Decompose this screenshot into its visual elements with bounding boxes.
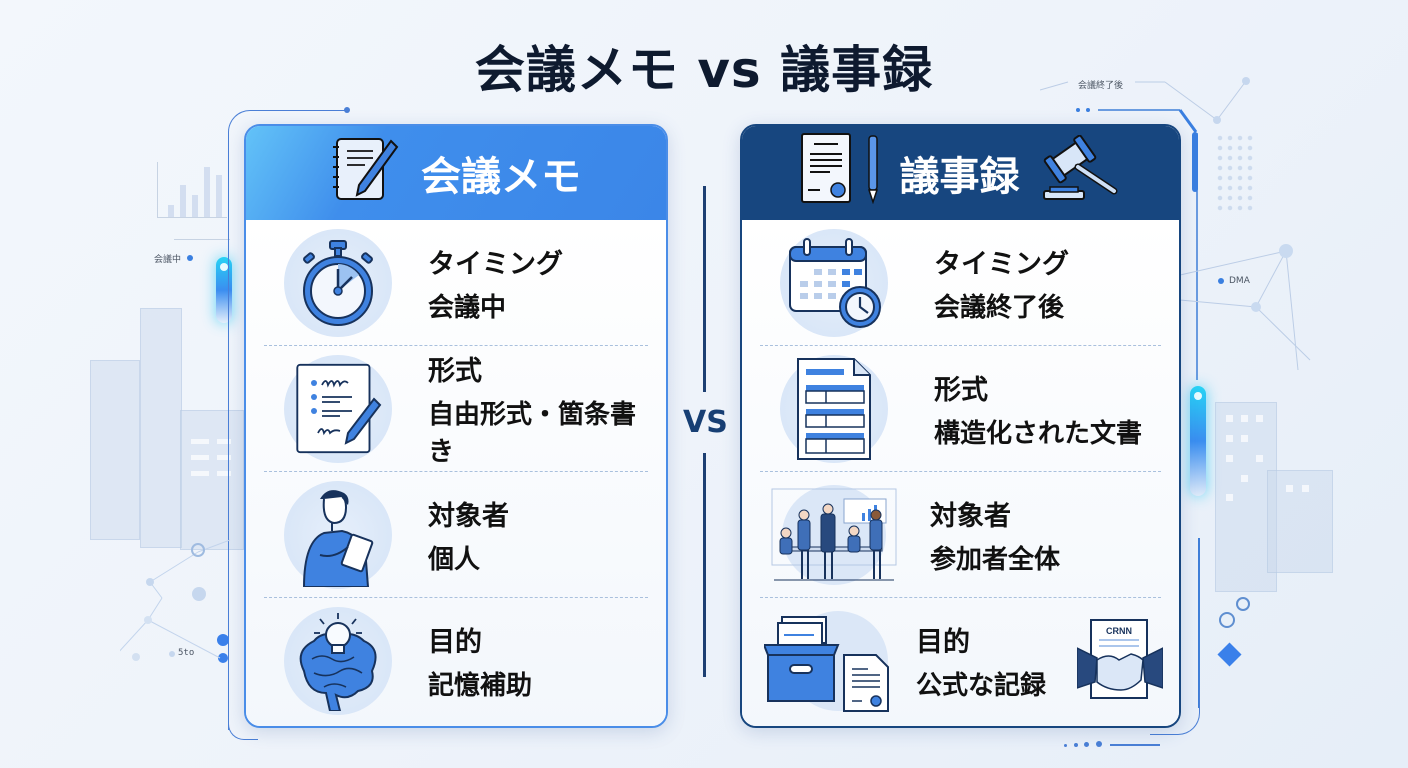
stopwatch-icon <box>284 228 392 337</box>
structured-document-icon <box>780 354 888 463</box>
row-label: 目的 <box>916 627 970 658</box>
minutes-header: 議事録 <box>742 126 1179 220</box>
minutes-card: 議事録 <box>740 124 1181 728</box>
person-taking-notes-icon <box>284 480 392 589</box>
certified-document-icon <box>800 132 852 214</box>
archive-box-icon <box>764 607 896 715</box>
gavel-icon <box>1040 134 1122 211</box>
diamond-decor <box>1217 642 1242 667</box>
notebook-pen-icon <box>331 133 403 213</box>
row-value: 自由形式・箇条書き <box>428 400 637 467</box>
bar-chart-decor <box>157 162 227 218</box>
meeting-memo-title: 会議メモ <box>421 154 581 200</box>
row-label: 目的 <box>428 627 482 658</box>
row-label: 形式 <box>428 356 482 387</box>
row-value: 構造化された文書 <box>934 418 1143 449</box>
team-meeting-icon <box>764 481 904 589</box>
row-value: 会議終了後 <box>934 292 1065 323</box>
row-label: タイミング <box>934 248 1069 280</box>
page-title: 会議メモ vs 議事録 <box>474 41 934 99</box>
pen-icon <box>866 132 880 214</box>
vs-divider-bottom <box>703 453 706 677</box>
left-bottom-tag: 5to <box>178 648 195 658</box>
row-value: 参加者全体 <box>930 544 1061 575</box>
row-value: 公式な記録 <box>916 671 1047 701</box>
calendar-clock-icon <box>780 228 888 337</box>
memo-row-audience: 対象者 個人 <box>264 472 648 598</box>
meeting-memo-card: 会議メモ タイミング 会議中 <box>244 124 668 728</box>
minutes-row-timing: タイミング 会議終了後 <box>760 220 1161 346</box>
meeting-memo-header: 会議メモ <box>246 126 666 220</box>
handshake-contract-icon: CRNN <box>1076 618 1164 702</box>
right-top-tag: 会議終了後 <box>1078 81 1124 91</box>
vs-label: VS <box>683 405 728 440</box>
memo-row-purpose: 目的 記憶補助 <box>264 598 648 724</box>
minutes-row-purpose: 目的 公式な記録 CRNN <box>760 598 1164 724</box>
minutes-title: 議事録 <box>899 154 1020 200</box>
minutes-row-audience: 対象者 参加者全体 <box>760 472 1161 598</box>
left-status-tag: 会議中 <box>154 255 182 265</box>
minutes-row-format: 形式 構造化された文書 <box>760 346 1161 472</box>
row-value: 会議中 <box>428 292 507 323</box>
brain-lightbulb-icon <box>284 607 392 715</box>
row-label: タイミング <box>428 248 563 280</box>
row-label: 形式 <box>934 374 988 406</box>
row-label: 対象者 <box>428 500 509 532</box>
dot-grid-decor <box>1215 133 1255 213</box>
contract-text: CRNN <box>1106 626 1132 636</box>
memo-row-format: 形式 自由形式・箇条書き <box>264 346 648 472</box>
row-label: 対象者 <box>930 500 1011 532</box>
vs-divider-top <box>703 186 706 392</box>
right-tag: DMA <box>1229 276 1250 286</box>
row-value: 個人 <box>428 544 481 575</box>
handwritten-list-icon <box>284 354 392 463</box>
row-value: 記憶補助 <box>428 671 533 701</box>
memo-row-timing: タイミング 会議中 <box>264 220 648 346</box>
right-glow-bar <box>1190 386 1206 496</box>
